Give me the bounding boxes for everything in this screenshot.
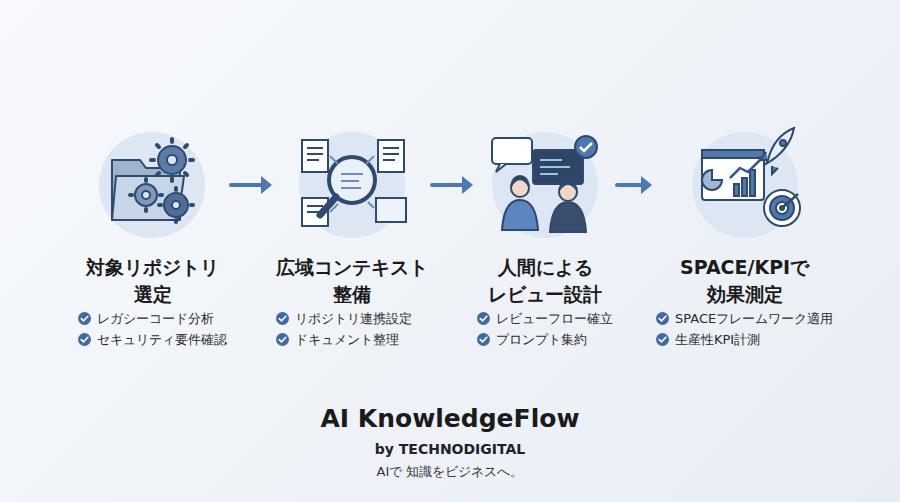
check-icon: [656, 333, 669, 346]
bullet-row: レガシーコード分析: [78, 308, 227, 329]
bullet-text: 生産性KPI計測: [675, 329, 760, 350]
brand-title: AI KnowledgeFlow: [321, 404, 580, 433]
bullet-text: レビューフロー確立: [496, 308, 613, 329]
step-block: SPACE/KPIで 効果測定SPACEフレームワーク適用生産性KPI計測: [656, 128, 833, 350]
brand-byline: by TECHNODIGITAL: [375, 441, 526, 457]
check-icon: [656, 312, 669, 325]
step-title: 人間による レビュー設計: [488, 254, 602, 308]
check-icon: [477, 312, 490, 325]
step-title: SPACE/KPIで 効果測定: [680, 254, 809, 308]
docs-magnifier-icon: [302, 140, 406, 226]
step-title: 対象リポジトリ 選定: [86, 254, 219, 308]
bullet-row: 生産性KPI計測: [656, 329, 833, 350]
check-icon: [78, 312, 91, 325]
flow-arrow: [617, 176, 652, 194]
dashboard-rocket-icon: [702, 128, 800, 226]
bullet-row: SPACEフレームワーク適用: [656, 308, 833, 329]
step-block: 人間による レビュー設計レビューフロー確立プロンプト集約: [477, 128, 613, 350]
check-icon: [477, 333, 490, 346]
step-block: 広域コンテキスト 整備リポジトリ連携設定ドキュメント整理: [276, 128, 428, 350]
bullet-text: プロンプト集約: [496, 329, 587, 350]
step-block: 対象リポジトリ 選定レガシーコード分析セキュリティ要件確認: [78, 128, 227, 350]
bullet-text: ドキュメント整理: [295, 329, 399, 350]
check-icon: [276, 312, 289, 325]
bullet-row: ドキュメント整理: [276, 329, 428, 350]
check-icon: [78, 333, 91, 346]
bullet-text: リポジトリ連携設定: [295, 308, 412, 329]
check-icon: [276, 333, 289, 346]
review-people-icon: [492, 136, 597, 232]
folder-gears-icon: [112, 146, 188, 220]
bullet-text: レガシーコード分析: [97, 308, 214, 329]
flow-arrow: [231, 176, 272, 194]
brand-tagline: AIで 知識をビジネスへ。: [377, 464, 524, 479]
bullet-row: プロンプト集約: [477, 329, 613, 350]
bullet-row: セキュリティ要件確認: [78, 329, 227, 350]
bullet-text: セキュリティ要件確認: [97, 329, 227, 350]
bullet-row: レビューフロー確立: [477, 308, 613, 329]
bullet-text: SPACEフレームワーク適用: [675, 308, 833, 329]
bullet-row: リポジトリ連携設定: [276, 308, 428, 329]
flow-arrow: [432, 176, 473, 194]
step-title: 広域コンテキスト 整備: [276, 254, 428, 308]
